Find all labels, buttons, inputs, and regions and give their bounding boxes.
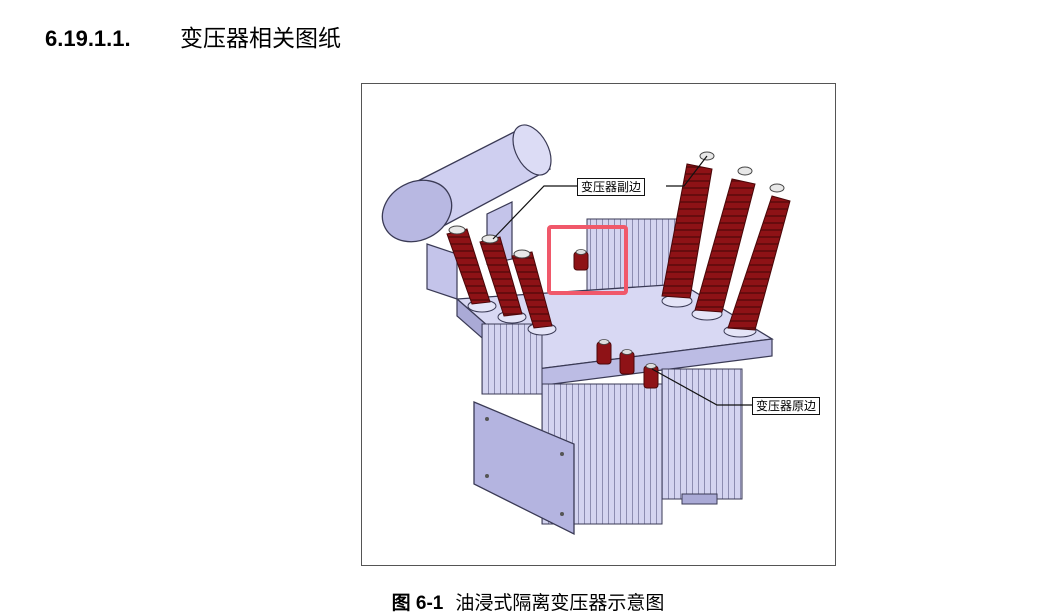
top-small-bushings (596, 339, 659, 389)
leader-secondary-right (666, 155, 708, 187)
leader-secondary-left (492, 185, 577, 240)
secondary-bushings (446, 225, 557, 336)
transformer-illustration (381, 124, 791, 536)
primary-bushings (661, 151, 791, 338)
callout-primary: 变压器原边 (752, 397, 821, 415)
highlight-box (547, 225, 628, 295)
caption-label: 图 6-1 (391, 593, 444, 614)
leader-primary (651, 368, 752, 406)
section-heading: 6.19.1.1. 变压器相关图纸 (45, 22, 341, 56)
section-number: 6.19.1.1. (45, 26, 131, 51)
highlighted-bushing (573, 249, 589, 271)
caption-text: 油浸式隔离变压器示意图 (455, 592, 665, 614)
figure-frame: 变压器副边 变压器原边 (361, 83, 836, 566)
callout-secondary: 变压器副边 (577, 178, 646, 196)
section-title: 变压器相关图纸 (180, 26, 341, 52)
figure-caption: 图 6-1 油浸式隔离变压器示意图 (0, 588, 1056, 615)
